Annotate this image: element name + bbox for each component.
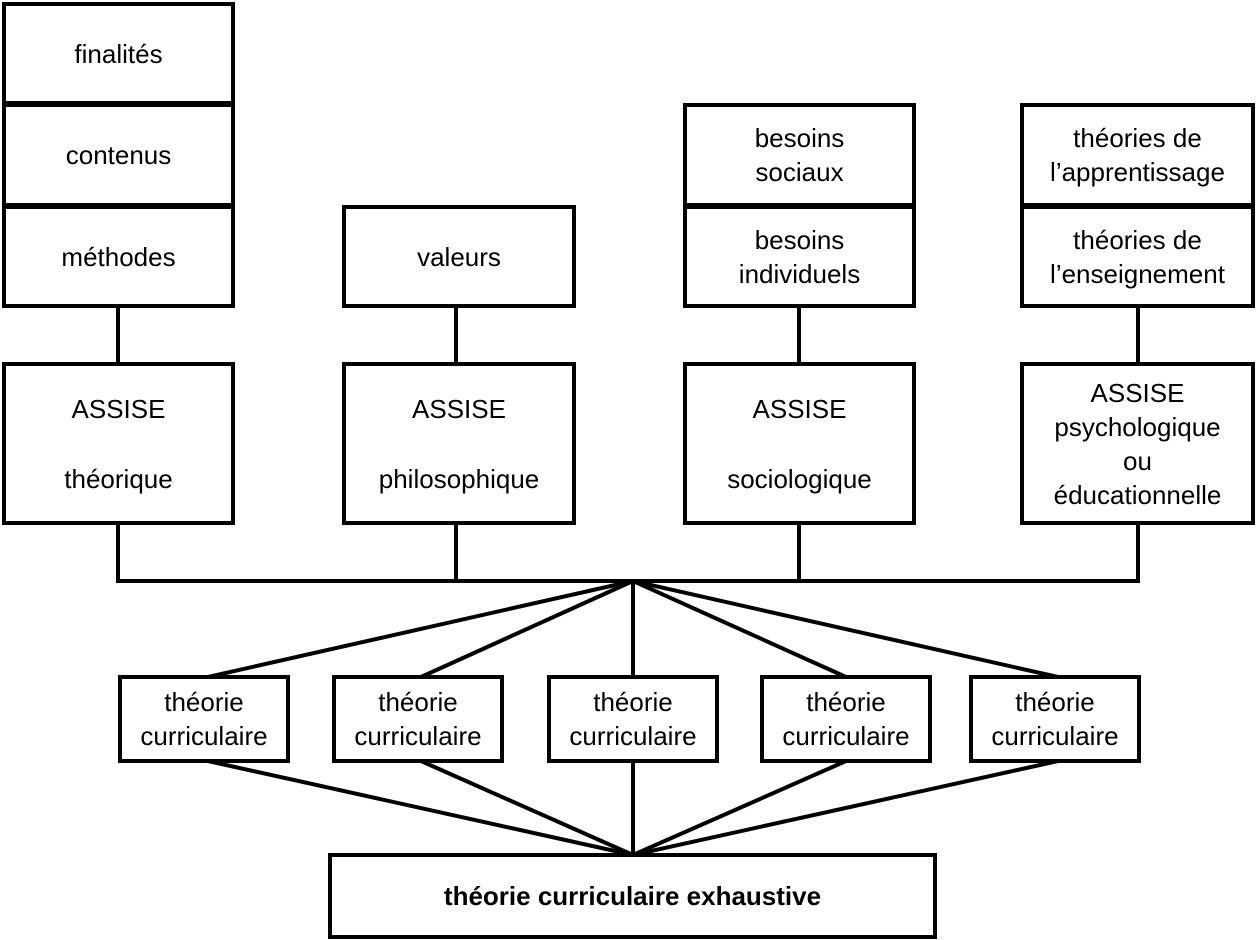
box-label-line: sociaux xyxy=(755,157,844,187)
box-label-line: curriculaire xyxy=(991,721,1119,751)
box-label-line: théories de xyxy=(1073,123,1202,153)
connector-line xyxy=(420,579,634,679)
box-label-line: curriculaire xyxy=(569,721,697,751)
box-finalites: finalités xyxy=(2,2,235,105)
assise-philosophique-box: ASSISE philosophique xyxy=(342,362,576,525)
assise-type: philosophique xyxy=(378,463,540,494)
connector-line xyxy=(632,759,847,857)
assise-type: théorique xyxy=(64,463,173,494)
assise-type: sociologique xyxy=(727,463,872,494)
curricular-theory-box: théorie curriculaire xyxy=(118,675,290,763)
connector-line xyxy=(207,759,634,857)
box-contenus: contenus xyxy=(2,103,235,207)
assise-line: éducationnelle xyxy=(1053,479,1222,510)
box-label-line: théorie xyxy=(378,687,458,717)
box-label: finalités xyxy=(74,38,163,69)
box-label-line: l’enseignement xyxy=(1050,258,1225,289)
assise-line: psychologique xyxy=(1054,411,1221,442)
box-label-line: besoins xyxy=(754,123,845,153)
assise-word: ASSISE xyxy=(412,393,506,424)
assise-sociologique-box: ASSISE sociologique xyxy=(683,362,916,525)
assise-line: ou xyxy=(1123,445,1152,476)
box-besoins-sociaux: besoins sociaux xyxy=(683,103,916,207)
box-label-line: curriculaire xyxy=(140,721,268,751)
curricular-theory-box: théorie curriculaire xyxy=(760,675,932,763)
box-besoins-individuels: besoins individuels xyxy=(683,205,916,308)
assise-psychologique-box: ASSISE psychologique ou éducationnelle xyxy=(1020,362,1255,525)
comprehensive-theory-label: théorie curriculaire exhaustive xyxy=(443,881,822,911)
box-label-line: théories de xyxy=(1073,224,1202,255)
box-label-line: individuels xyxy=(738,258,861,289)
connector-line xyxy=(420,759,634,857)
assise-line: ASSISE xyxy=(1090,377,1185,408)
assise-theorique-box: ASSISE théorique xyxy=(2,362,235,525)
assise-word: ASSISE xyxy=(752,393,847,424)
box-label-line: théorie xyxy=(164,687,244,717)
box-label-line: curriculaire xyxy=(354,721,482,751)
connector-line xyxy=(632,759,1059,857)
curricular-theory-box: théorie curriculaire xyxy=(332,675,504,763)
box-label: méthodes xyxy=(61,241,176,272)
comprehensive-theory-box: théorie curriculaire exhaustive xyxy=(328,853,937,939)
curricular-theory-box: théorie curriculaire xyxy=(969,675,1141,763)
box-label: contenus xyxy=(65,140,172,170)
connector-line xyxy=(632,579,1059,679)
connector-line xyxy=(207,579,634,679)
box-methodes: méthodes xyxy=(2,205,235,308)
curricular-theory-box: théorie curriculaire xyxy=(547,675,719,763)
box-label-line: curriculaire xyxy=(782,721,910,751)
box-label-line: théorie xyxy=(593,687,673,717)
assise-word: ASSISE xyxy=(71,393,166,424)
connector-line xyxy=(632,579,847,679)
box-label: valeurs xyxy=(417,241,501,272)
box-valeurs: valeurs xyxy=(342,205,576,308)
box-label-line: besoins xyxy=(754,224,845,255)
box-theories-apprentissage: théories de l’apprentissage xyxy=(1020,103,1255,207)
box-label-line: théorie xyxy=(806,687,886,717)
box-label-line: théorie xyxy=(1015,687,1095,717)
box-label-line: l’apprentissage xyxy=(1050,157,1225,187)
box-theories-enseignement: théories de l’enseignement xyxy=(1020,205,1255,308)
